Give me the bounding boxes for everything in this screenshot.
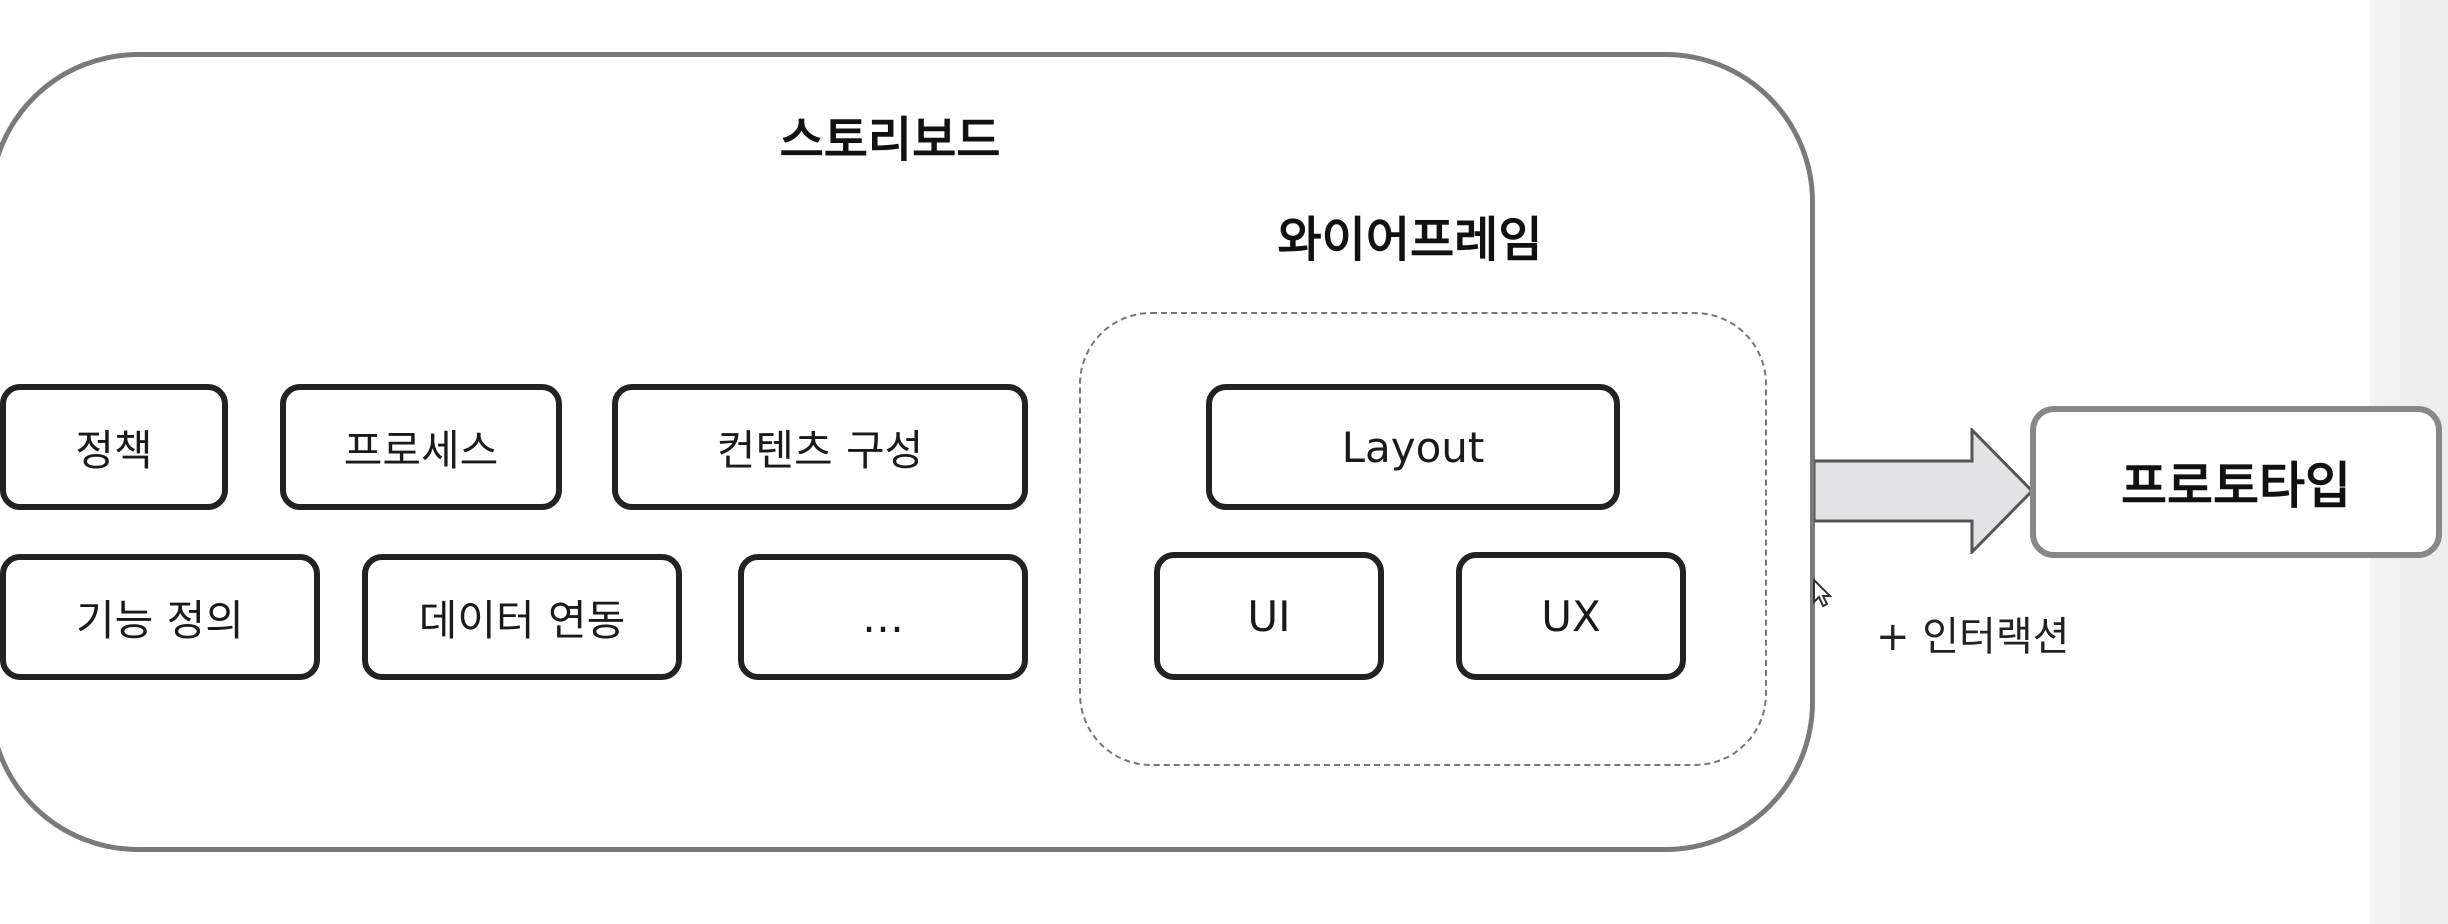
storyboard-title: 스토리보드 <box>779 112 1001 168</box>
mouse-cursor-icon <box>1813 578 1832 608</box>
storyboard-item-content-structure: 컨텐츠 구성 <box>612 384 1028 510</box>
interaction-note: + 인터랙션 <box>1876 614 2070 660</box>
wireframe-group <box>1079 312 1767 766</box>
storyboard-item-process: 프로세스 <box>280 384 562 510</box>
wireframe-title: 와이어프레임 <box>1277 212 1543 268</box>
wireframe-item-layout: Layout <box>1206 384 1620 510</box>
arrow-right-icon <box>1814 428 2035 554</box>
prototype-box: 프로토타입 <box>2030 406 2442 558</box>
storyboard-item-policy: 정책 <box>0 384 228 510</box>
storyboard-item-data-integration: 데이터 연동 <box>362 554 682 680</box>
storyboard-item-more: … <box>738 554 1028 680</box>
wireframe-item-ux: UX <box>1456 552 1686 680</box>
storyboard-item-feature-definition: 기능 정의 <box>0 554 320 680</box>
wireframe-item-ui: UI <box>1154 552 1384 680</box>
